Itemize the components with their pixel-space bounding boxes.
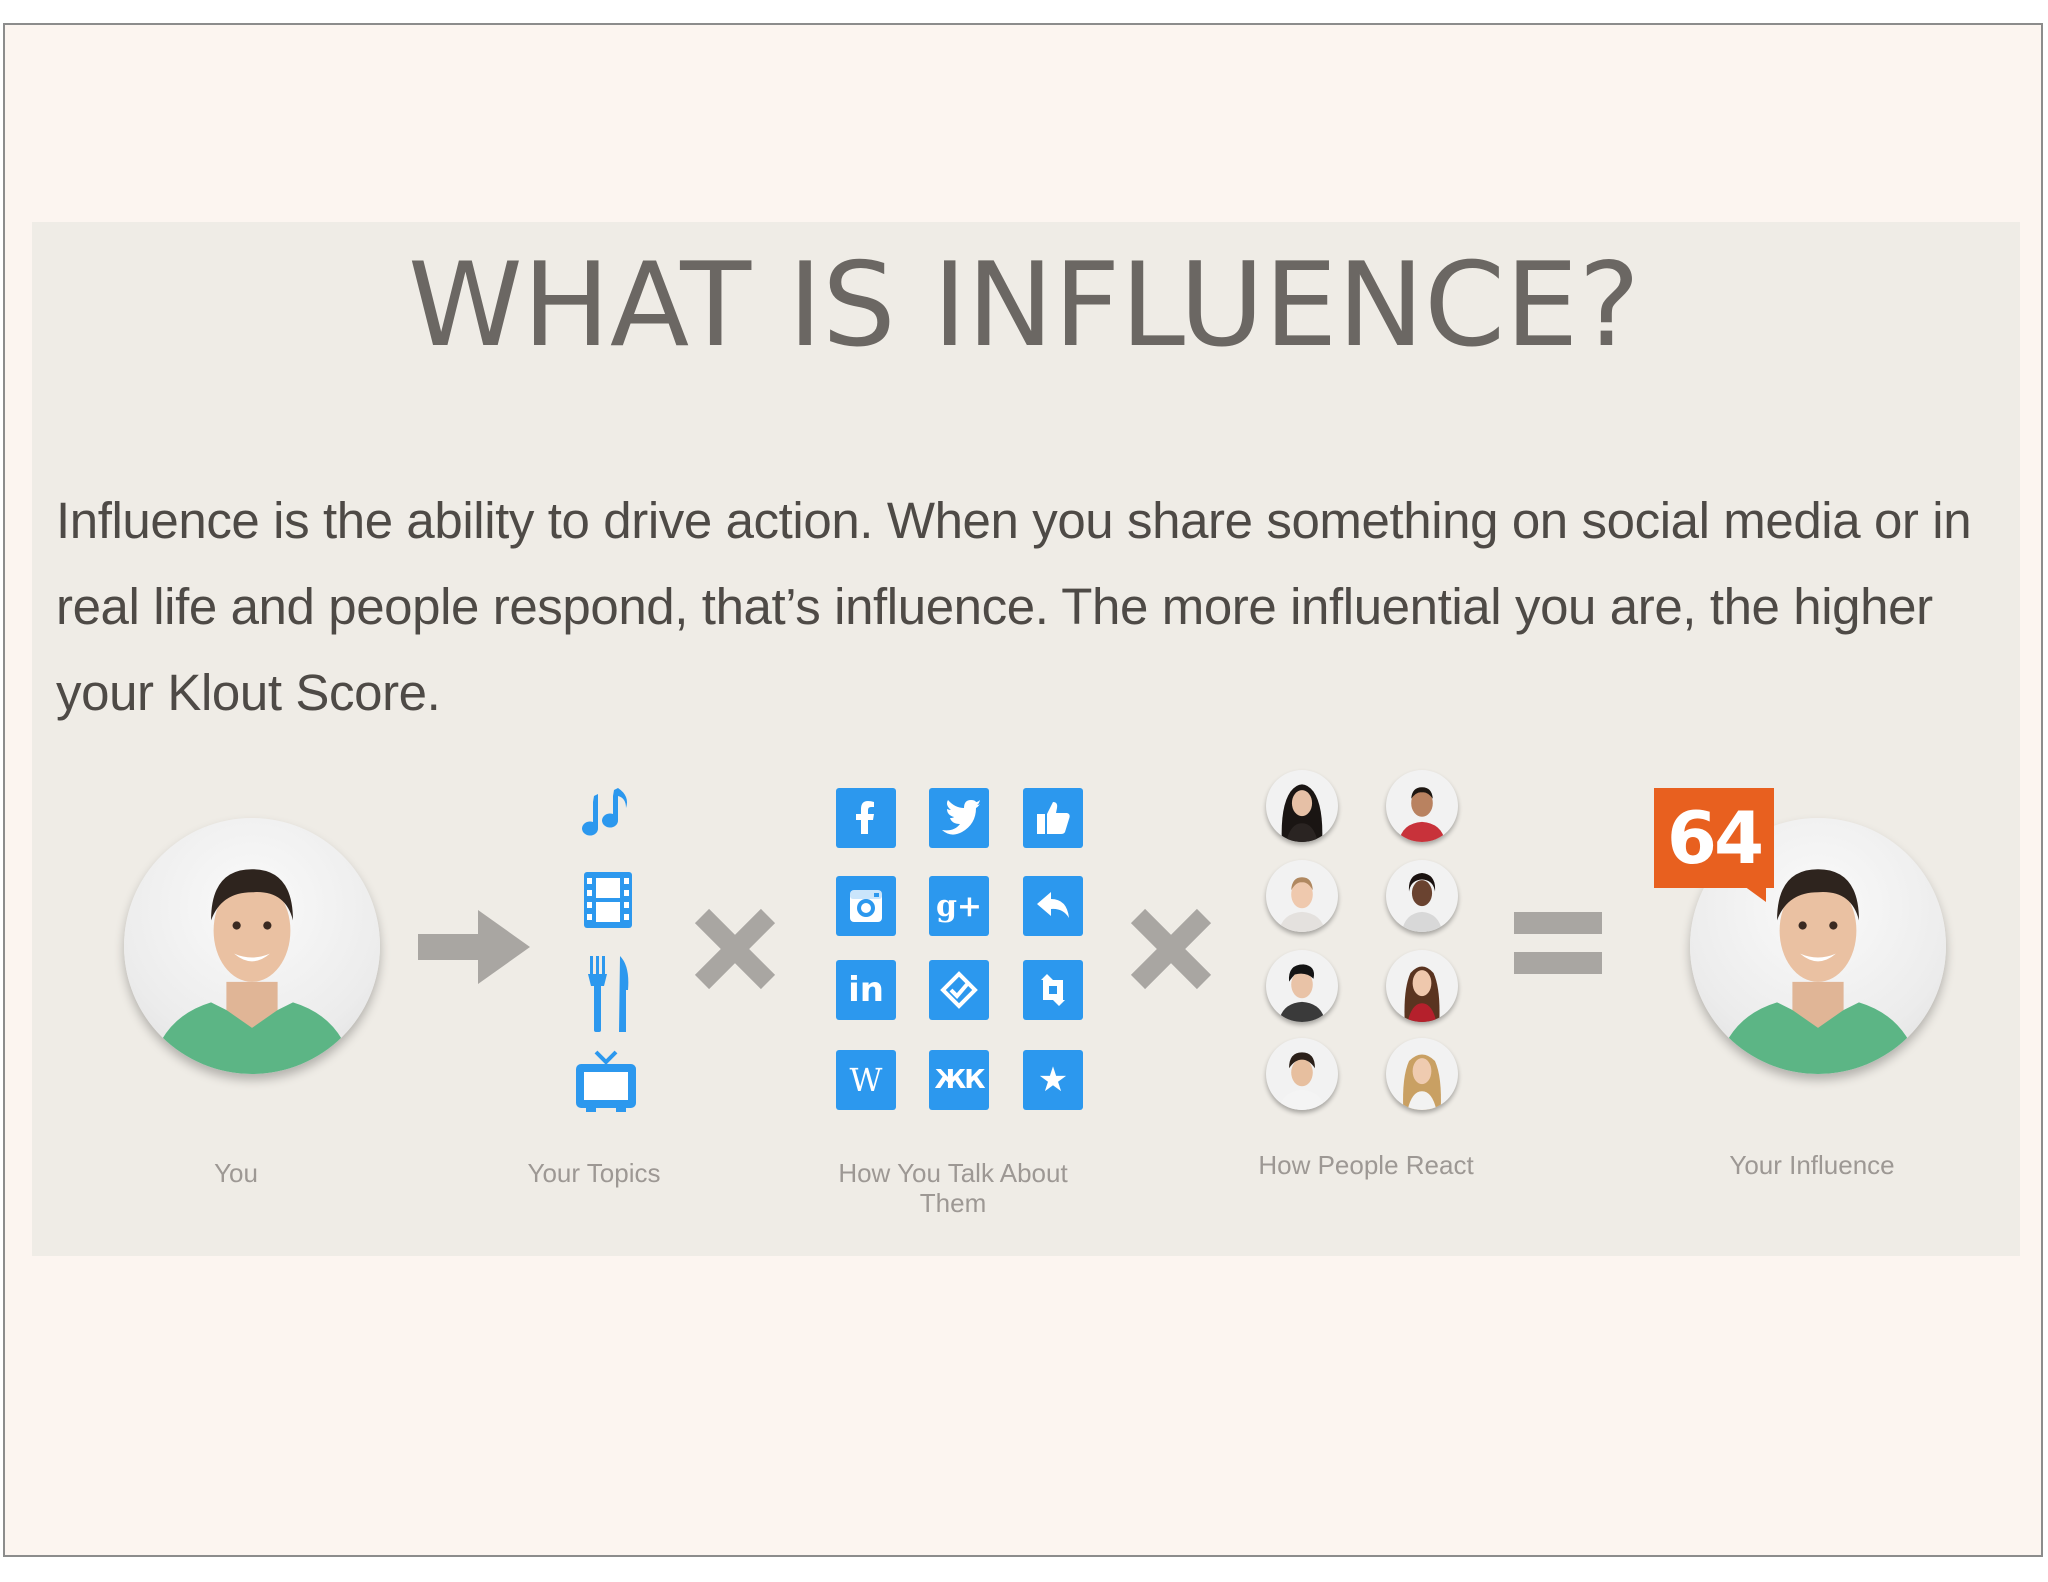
reactor-face — [1266, 860, 1338, 932]
reactor-face — [1266, 770, 1338, 842]
step-label-your-influence: Your Influence — [1729, 1150, 1895, 1180]
film-strip-icon — [584, 872, 632, 928]
vkontakte-icon: ЖК — [929, 1050, 989, 1110]
you-avatar — [124, 818, 380, 1074]
facebook-icon — [836, 788, 896, 848]
page-title: WHAT IS INFLUENCE? — [407, 238, 1641, 373]
equals-icon — [1514, 912, 1602, 974]
influence-description: Influence is the ability to drive action… — [56, 492, 1972, 721]
your-influence-avatar — [1690, 818, 1946, 1074]
reactor-face — [1386, 950, 1458, 1022]
klout-score-badge: 64 — [1654, 788, 1774, 888]
score-badge-tail — [1744, 886, 1766, 902]
tv-icon — [576, 1050, 636, 1112]
step-label-people-react: How People React — [1258, 1150, 1474, 1180]
step-label-you: You — [214, 1158, 258, 1188]
arrow-right-icon — [418, 910, 530, 984]
instagram-icon — [836, 876, 896, 936]
star-icon: ★ — [1023, 1050, 1083, 1110]
person-photo-icon — [149, 869, 355, 1074]
foursquare-icon — [929, 960, 989, 1020]
reactor-face — [1266, 950, 1338, 1022]
multiply-icon — [1130, 908, 1212, 990]
music-notes-icon — [582, 788, 627, 836]
multiply-icon — [694, 908, 776, 990]
reactor-face — [1386, 770, 1458, 842]
person-photo-icon — [1715, 869, 1921, 1074]
step-label-how-you-talk: How You Talk About Them — [838, 1158, 1068, 1218]
step-label-topics: Your Topics — [527, 1158, 661, 1188]
reactor-face — [1386, 1038, 1458, 1110]
linkedin-icon: in — [836, 960, 896, 1020]
retweet-icon — [1023, 960, 1083, 1020]
reactor-face — [1386, 860, 1458, 932]
fork-knife-icon — [588, 956, 629, 1032]
reactor-face — [1266, 1038, 1338, 1110]
like-thumb-icon — [1023, 788, 1083, 848]
google-plus-icon: g+ — [929, 876, 989, 936]
wikipedia-icon: W — [836, 1050, 896, 1110]
reply-icon — [1023, 876, 1083, 936]
twitter-icon — [929, 788, 989, 848]
